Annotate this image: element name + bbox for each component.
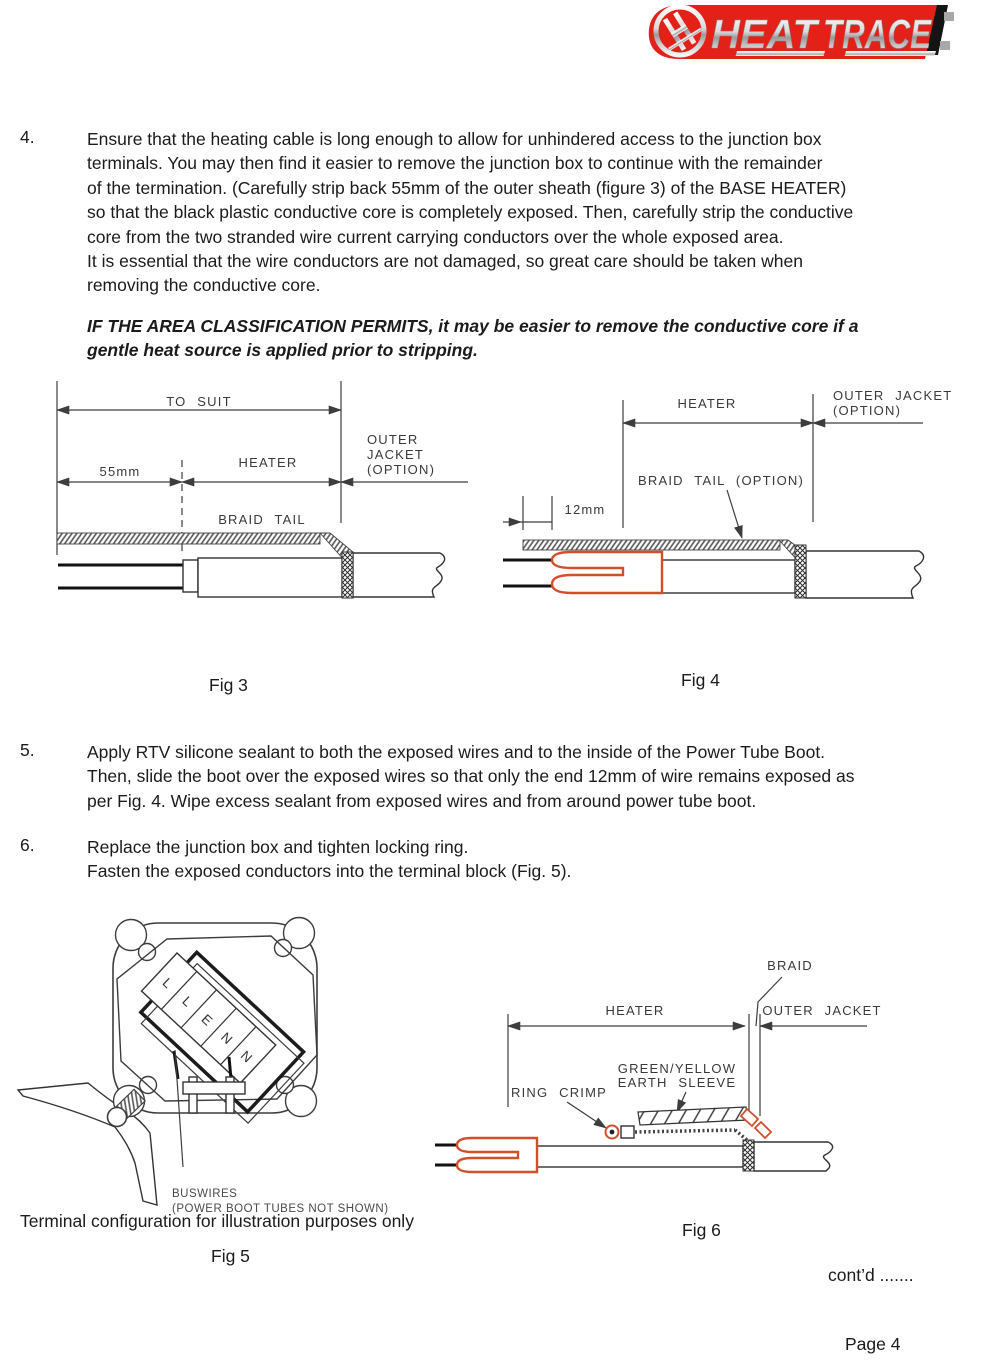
fig3-label-heater: HEATER — [239, 455, 298, 470]
logo-red-body — [648, 5, 937, 59]
fig4-label-12mm: 12mm — [565, 502, 606, 517]
fig3-label-to-suit: TO SUIT — [166, 394, 231, 409]
fig6-diagram: BRAID HEATER OUTER JACKET GREEN/YELLOW E… — [435, 958, 881, 1174]
fig3-label-outer-1: OUTER — [367, 432, 419, 447]
logo-underline-2 — [844, 51, 936, 56]
fig4-label-heater: HEATER — [678, 396, 737, 411]
fig5-buswire-studs — [172, 1050, 246, 1114]
fig5-diagram: L L E N N BUSWIRES (POWER BOOT TUBES NOT… — [16, 916, 389, 1215]
fig3-label-braid-tail: BRAID TAIL — [218, 512, 306, 527]
fig4-label-outer-2: (OPTION) — [833, 403, 901, 418]
fig6-cable-drawing — [435, 1106, 834, 1174]
page-number: Page 4 — [845, 1334, 901, 1354]
fig3-dimension-lines — [56, 381, 468, 555]
fig5-buswires-leader — [174, 1049, 184, 1168]
fig4-dimension-lines — [503, 394, 923, 539]
item-5-text: Apply RTV silicone sealant to both the e… — [87, 742, 855, 811]
item-5-number: 5. — [20, 740, 35, 760]
fig6-label-earth-1: GREEN/YELLOW — [618, 1061, 736, 1076]
fig3-caption: Fig 3 — [209, 675, 248, 695]
logo-emblem-icon — [653, 4, 707, 58]
fig3-label-outer-3: (OPTION) — [367, 462, 435, 477]
terminal-config-note: Terminal configuration for illustration … — [20, 1211, 414, 1231]
fig3-label-55mm: 55mm — [100, 464, 141, 479]
fig4-power-tube-boot — [550, 550, 664, 595]
fig5-terminal-block: L L E N N — [138, 949, 307, 1125]
fig3-label-outer-2: JACKET — [367, 447, 424, 462]
fig6-caption: Fig 6 — [682, 1220, 721, 1240]
logo-underline-1 — [735, 51, 825, 56]
fig4-label-outer-1: OUTER JACKET — [833, 388, 952, 403]
fig5-label-buswires-1: BUSWIRES — [172, 1188, 237, 1200]
fig5-cable-gland — [106, 1088, 146, 1128]
fig6-label-ring-crimp: RING CRIMP — [511, 1085, 607, 1100]
fig6-label-heater: HEATER — [606, 1003, 665, 1018]
fig3-cable-drawing — [56, 532, 446, 599]
logo-word-heat: HEAT — [711, 11, 820, 57]
fig5-label-buswires-2: (POWER BOOT TUBES NOT SHOWN) — [172, 1203, 389, 1215]
fig4-cable-drawing — [503, 539, 925, 599]
fig6-label-earth-2: EARTH SLEEVE — [618, 1075, 736, 1090]
contd-text: cont’d ....... — [828, 1265, 914, 1285]
area-classification-note: IF THE AREA CLASSIFICATION PERMITS, it m… — [87, 316, 859, 361]
item-4-number: 4. — [20, 127, 35, 147]
item-6-number: 6. — [20, 835, 35, 855]
fig6-power-tube-boot — [455, 1136, 539, 1174]
fig4-caption: Fig 4 — [681, 670, 720, 690]
fig5-caption: Fig 5 — [211, 1246, 250, 1266]
heat-trace-logo: HEAT TRACE — [648, 4, 954, 59]
fig6-label-braid: BRAID — [767, 958, 813, 973]
logo-word-trace: TRACE — [823, 11, 932, 57]
item-6-text: Replace the junction box and tighten loc… — [87, 837, 572, 882]
fig6-label-outer-jacket: OUTER JACKET — [762, 1003, 881, 1018]
fig3-diagram: TO SUIT 55mm HEATER OUTER JACKET (OPTION… — [56, 381, 468, 599]
fig6-dimension-lines — [507, 976, 867, 1129]
item-4-text: Ensure that the heating cable is long en… — [87, 129, 854, 296]
fig4-diagram: HEATER OUTER JACKET (OPTION) BRAID TAIL … — [503, 388, 952, 599]
fig4-label-braid-tail: BRAID TAIL (OPTION) — [638, 473, 804, 488]
